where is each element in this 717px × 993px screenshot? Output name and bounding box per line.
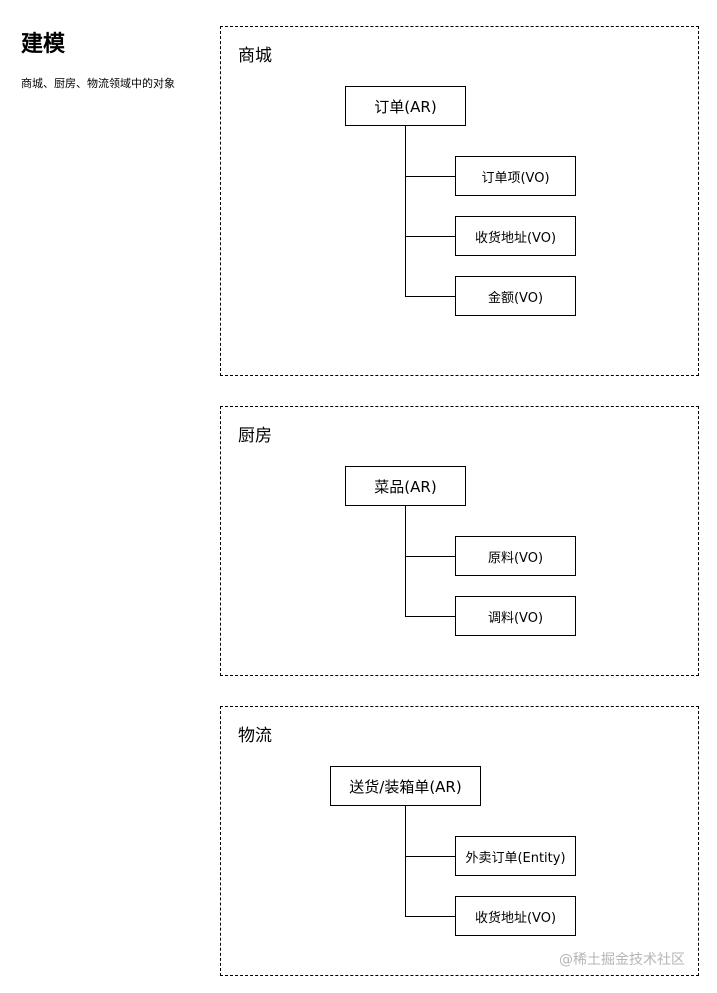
connector-branch — [405, 236, 456, 237]
domain-panel-logistics: 物流 送货/装箱单(AR) 外卖订单(Entity) 收货地址(VO) — [220, 706, 699, 976]
value-object-node: 原料(VO) — [455, 536, 576, 576]
connector-branch — [405, 176, 456, 177]
connector-branch — [405, 556, 456, 557]
page-subtitle: 商城、厨房、物流领域中的对象 — [21, 77, 175, 90]
domain-title: 商城 — [238, 46, 272, 66]
connector-trunk — [405, 806, 406, 917]
value-object-node: 收货地址(VO) — [455, 216, 576, 256]
watermark: @稀土掘金技术社区 — [559, 952, 685, 968]
domain-title: 厨房 — [238, 426, 272, 446]
domain-title: 物流 — [238, 726, 272, 746]
connector-trunk — [405, 126, 406, 297]
aggregate-root-node: 菜品(AR) — [345, 466, 466, 506]
connector-branch — [405, 916, 456, 917]
value-object-node: 收货地址(VO) — [455, 896, 576, 936]
connector-branch — [405, 296, 456, 297]
page-title: 建模 — [21, 32, 66, 57]
entity-node: 外卖订单(Entity) — [455, 836, 576, 876]
value-object-node: 订单项(VO) — [455, 156, 576, 196]
aggregate-root-node: 订单(AR) — [345, 86, 466, 126]
aggregate-root-node: 送货/装箱单(AR) — [330, 766, 481, 806]
connector-branch — [405, 616, 456, 617]
connector-branch — [405, 856, 456, 857]
domain-panel-mall: 商城 订单(AR) 订单项(VO) 收货地址(VO) 金额(VO) — [220, 26, 699, 376]
value-object-node: 金额(VO) — [455, 276, 576, 316]
connector-trunk — [405, 506, 406, 617]
value-object-node: 调料(VO) — [455, 596, 576, 636]
domain-panel-kitchen: 厨房 菜品(AR) 原料(VO) 调料(VO) — [220, 406, 699, 676]
